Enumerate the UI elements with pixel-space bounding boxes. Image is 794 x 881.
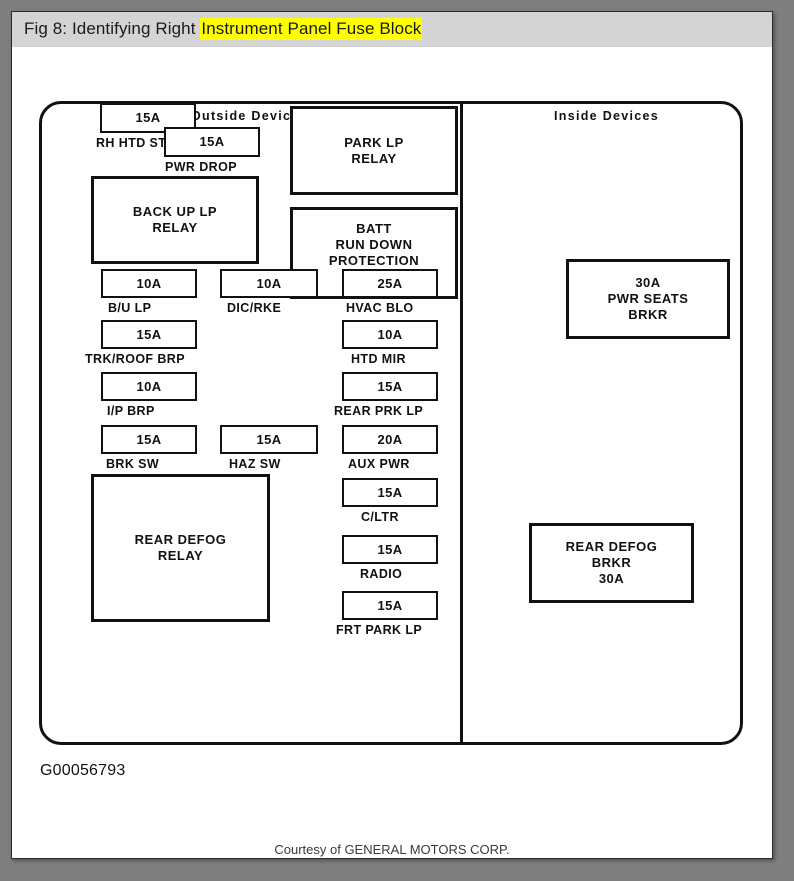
figure-header-bar: Fig 8: Identifying Right Instrument Pane…	[12, 12, 772, 47]
caption-c-ltr: C/LTR	[361, 510, 399, 524]
component-trk-roof-brp: 15A	[101, 320, 197, 349]
fuse-block-divider	[460, 101, 463, 745]
caption-aux-pwr: AUX PWR	[348, 457, 410, 471]
component-rear-prk-lp: 15A	[342, 372, 438, 401]
section-title-inside-devices: Inside Devices	[554, 109, 660, 123]
component-ip-brp: 10A	[101, 372, 197, 401]
caption-bu-lp: B/U LP	[108, 301, 152, 315]
courtesy-note: Courtesy of GENERAL MOTORS CORP.	[274, 842, 510, 857]
component-pwr-drop-line-0: 15A	[199, 134, 225, 150]
component-rear-defog-brkr-line-1: BRKR	[591, 555, 632, 571]
section-title-outside-devices: Outside Devices	[191, 109, 308, 123]
page-title: Fig 8: Identifying Right Instrument Pane…	[24, 18, 423, 40]
caption-rear-prk-lp: REAR PRK LP	[334, 404, 424, 418]
component-haz-sw-line-0: 15A	[256, 431, 282, 447]
component-dic-rke: 10A	[220, 269, 318, 298]
component-pwr-drop: 15A	[164, 127, 260, 157]
component-ip-brp-line-0: 10A	[136, 378, 162, 394]
component-aux-pwr: 20A	[342, 425, 438, 454]
component-brk-sw-line-0: 15A	[136, 431, 162, 447]
caption-trk-roof-brp: TRK/ROOF BRP	[85, 352, 185, 366]
component-c-ltr: 15A	[342, 478, 438, 507]
component-frt-park-lp-line-0: 15A	[377, 597, 403, 613]
component-radio: 15A	[342, 535, 438, 564]
component-rear-defog-brkr-line-0: REAR DEFOG	[565, 539, 658, 555]
caption-htd-mir: HTD MIR	[351, 352, 406, 366]
component-batt-run-down-relay-line-2: PROTECTION	[328, 253, 420, 268]
component-haz-sw: 15A	[220, 425, 318, 454]
component-rear-defog-brkr-line-2: 30A	[598, 570, 625, 586]
component-trk-roof-brp-line-0: 15A	[136, 326, 162, 342]
caption-rh-htd-st: RH HTD ST	[96, 136, 167, 150]
component-bu-lp-line-0: 10A	[136, 275, 162, 291]
component-radio-line-0: 15A	[377, 541, 403, 557]
component-park-lp-relay-line-1: RELAY	[351, 150, 397, 166]
caption-pwr-drop: PWR DROP	[165, 160, 237, 174]
component-back-up-lp-relay-line-1: RELAY	[152, 220, 198, 235]
component-pwr-seats-brkr-line-2: BRKR	[628, 306, 668, 322]
caption-haz-sw: HAZ SW	[229, 457, 281, 471]
component-dic-rke-line-0: 10A	[256, 275, 282, 291]
caption-radio: RADIO	[360, 567, 403, 581]
component-pwr-seats-brkr-line-0: 30A	[635, 275, 661, 291]
component-brk-sw: 15A	[101, 425, 197, 454]
component-aux-pwr-line-0: 20A	[377, 431, 403, 447]
component-bu-lp: 10A	[101, 269, 197, 298]
component-hvac-blo: 25A	[342, 269, 438, 298]
figure-title-highlight: Instrument Panel Fuse Block	[200, 18, 423, 40]
component-rear-prk-lp-line-0: 15A	[377, 378, 403, 394]
component-batt-run-down-relay-line-0: BATT	[356, 221, 392, 237]
fuse-block-diagram: Outside Devices Inside Devices 15A RH HTD…	[12, 47, 772, 860]
component-htd-mir: 10A	[342, 320, 438, 349]
component-frt-park-lp: 15A	[342, 591, 438, 620]
component-c-ltr-line-0: 15A	[377, 484, 403, 500]
caption-ip-brp: I/P BRP	[107, 404, 155, 418]
page-frame: Fig 8: Identifying Right Instrument Pane…	[11, 11, 773, 859]
caption-hvac-blo: HVAC BLO	[346, 301, 414, 315]
caption-dic-rke: DIC/RKE	[227, 301, 282, 315]
component-htd-mir-line-0: 10A	[377, 326, 403, 342]
component-rear-defog-relay-line-0: REAR DEFOG	[134, 532, 227, 548]
figure-code: G00056793	[40, 762, 126, 779]
component-pwr-seats-brkr-line-1: PWR SEATS	[607, 291, 689, 307]
component-hvac-blo-line-0: 25A	[377, 275, 403, 291]
component-rh-htd-st-line-0: 15A	[135, 110, 161, 126]
figure-title-prefix: Fig 8: Identifying Right	[24, 19, 201, 38]
component-batt-run-down-relay-line-1: RUN DOWN	[335, 237, 413, 253]
component-back-up-lp-relay-line-0: BACK UP LP	[132, 204, 218, 220]
component-rear-defog-relay-line-1: RELAY	[157, 548, 204, 563]
caption-frt-park-lp: FRT PARK LP	[336, 623, 423, 637]
caption-brk-sw: BRK SW	[106, 457, 160, 471]
component-park-lp-relay-line-0: PARK LP	[344, 134, 404, 150]
